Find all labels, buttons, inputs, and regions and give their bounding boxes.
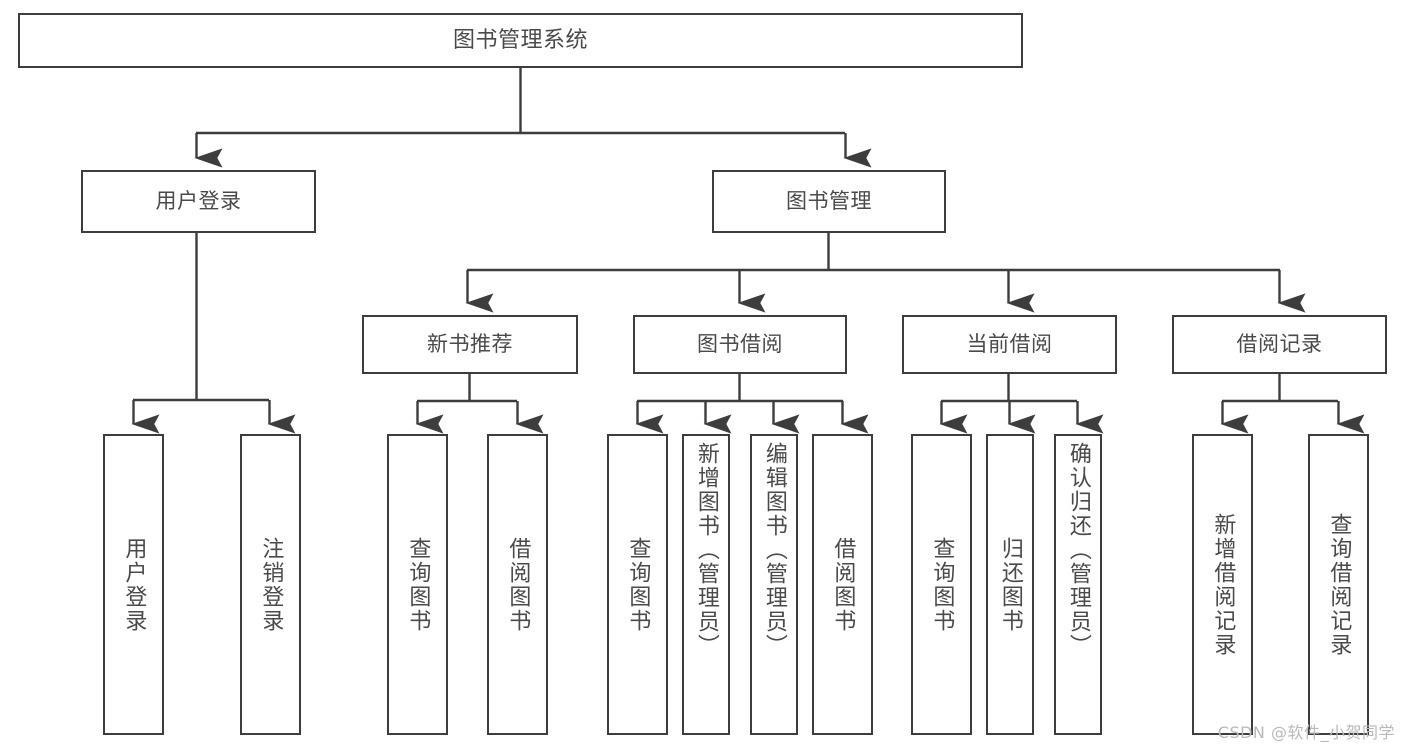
node-leaf-confirm-return[interactable]: 确认归还（管理员） [1054,434,1102,735]
node-leaf-add-record[interactable]: 新增借阅记录 [1192,434,1253,735]
node-borrow-record-label: 借阅记录 [1236,332,1323,357]
node-leaf-query-book-1[interactable]: 查询图书 [387,434,448,735]
node-user-login[interactable]: 用户登录 [81,170,316,233]
node-leaf-edit-book[interactable]: 编辑图书（管理员） [750,434,798,735]
node-current-borrow-label: 当前借阅 [966,332,1053,357]
node-leaf-user-logout-label: 注销登录 [258,536,284,633]
node-leaf-user-logout[interactable]: 注销登录 [240,434,301,735]
node-leaf-query-book-2[interactable]: 查询图书 [607,434,668,735]
node-book-borrow[interactable]: 图书借阅 [633,315,847,374]
node-leaf-add-record-label: 新增借阅记录 [1210,512,1236,657]
node-leaf-borrow-book-2[interactable]: 借阅图书 [812,434,873,735]
node-borrow-record[interactable]: 借阅记录 [1172,315,1387,374]
node-new-book-recommend[interactable]: 新书推荐 [362,315,578,374]
node-leaf-add-book[interactable]: 新增图书（管理员） [682,434,730,735]
node-current-borrow[interactable]: 当前借阅 [902,315,1117,374]
node-leaf-borrow-book-1-label: 借阅图书 [505,536,531,633]
node-leaf-borrow-book-1[interactable]: 借阅图书 [487,434,548,735]
node-leaf-query-book-3[interactable]: 查询图书 [911,434,972,735]
node-book-borrow-label: 图书借阅 [697,332,783,357]
node-leaf-query-book-1-label: 查询图书 [405,536,431,633]
node-root-label: 图书管理系统 [452,27,588,53]
node-leaf-user-login-label: 用户登录 [121,536,147,633]
node-root[interactable]: 图书管理系统 [18,13,1023,68]
node-leaf-user-login[interactable]: 用户登录 [103,434,164,735]
node-leaf-query-book-3-label: 查询图书 [929,536,955,633]
node-leaf-return-book-label: 归还图书 [997,536,1023,633]
node-leaf-edit-book-label: 编辑图书（管理员） [761,442,787,658]
node-leaf-return-book[interactable]: 归还图书 [986,434,1034,735]
node-leaf-query-record[interactable]: 查询借阅记录 [1308,434,1369,735]
csdn-watermark: CSDN @软件_小贺同学 [1217,723,1395,742]
node-leaf-query-book-2-label: 查询图书 [625,536,651,633]
node-new-book-recommend-label: 新书推荐 [427,332,513,357]
node-book-management[interactable]: 图书管理 [712,170,946,233]
node-leaf-borrow-book-2-label: 借阅图书 [830,536,856,633]
node-leaf-confirm-return-label: 确认归还（管理员） [1065,442,1091,658]
node-leaf-query-record-label: 查询借阅记录 [1326,512,1352,657]
node-user-login-label: 用户登录 [155,189,242,214]
node-book-management-label: 图书管理 [786,189,872,214]
node-leaf-add-book-label: 新增图书（管理员） [693,442,719,658]
